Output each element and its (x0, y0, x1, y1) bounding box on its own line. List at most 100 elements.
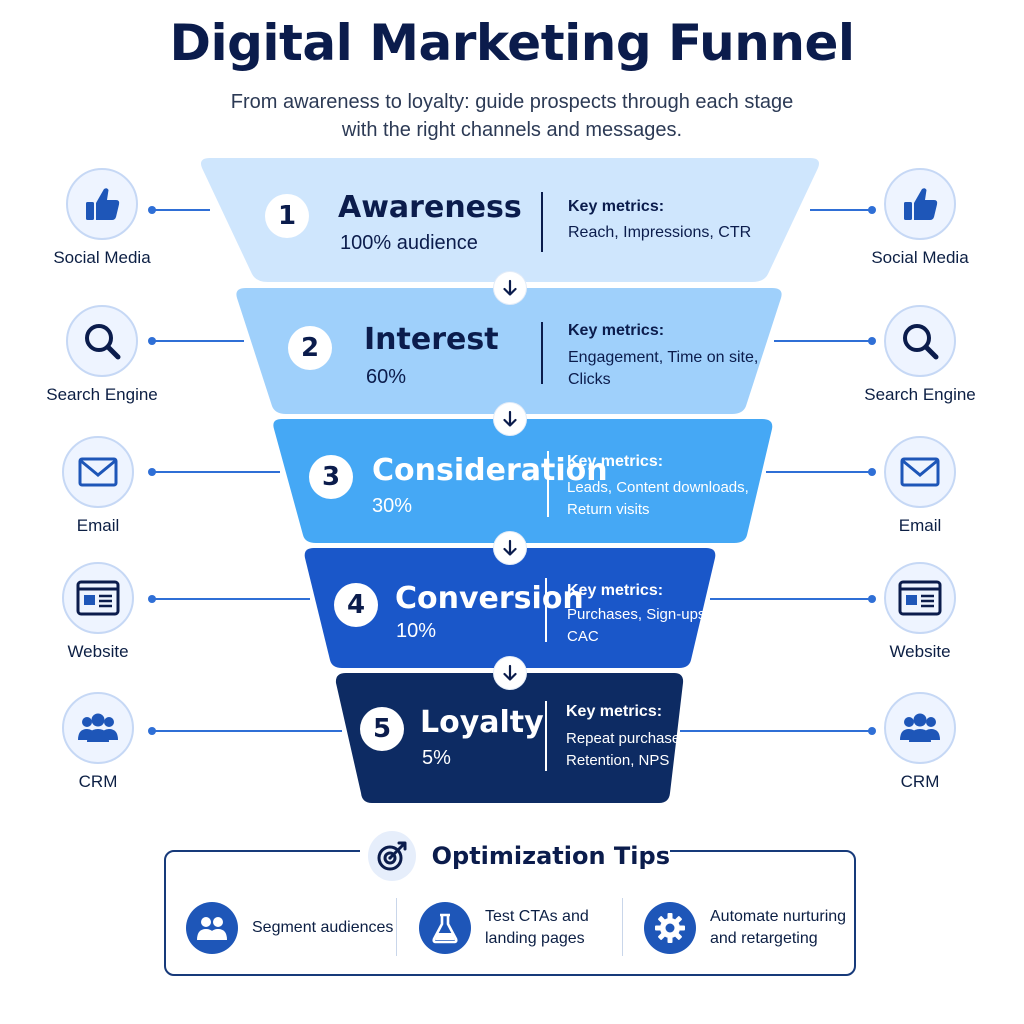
metrics-line-2: Retention, NPS (566, 752, 670, 769)
stage-number: 5 (360, 707, 404, 751)
stage-divider (541, 322, 543, 384)
stage-name: Awareness (338, 190, 522, 225)
connector-line (766, 471, 872, 473)
tip-text: Automate nurturing and retargeting (710, 906, 846, 950)
connector-dot (868, 727, 876, 735)
page-title: Digital Marketing Funnel (169, 14, 855, 72)
funnel-stage-awareness: 1 Awareness 100% audience Key metrics: R… (0, 158, 1024, 282)
connector-line (152, 598, 310, 600)
metrics-line-2: Clicks (568, 371, 611, 388)
channel-label: Email (76, 516, 120, 535)
connector-line (710, 598, 872, 600)
connector-line (680, 730, 872, 732)
tip-line-1: Test CTAs and (485, 908, 589, 925)
stage-shape (335, 673, 684, 803)
stage-percent: 100% audience (340, 232, 478, 254)
tip-divider (622, 898, 623, 956)
tips-header: Optimization Tips (360, 826, 670, 886)
metrics-values: Reach, Impressions, CTR (568, 222, 751, 244)
metrics-values: Leads, Content downloads, Return visits (567, 477, 749, 521)
metrics-values: Purchases, Sign-ups, CAC (567, 604, 710, 648)
stage-shape (273, 419, 773, 543)
metrics-label: Key metrics: (567, 582, 664, 599)
stage-percent: 30% (372, 495, 413, 517)
stage-name: Conversion (395, 581, 584, 616)
stage-shape (236, 288, 782, 414)
envelope-icon (884, 436, 956, 508)
metrics-line-2: Return visits (567, 501, 650, 518)
stage-number: 1 (265, 194, 309, 238)
channel-label: CRM (78, 772, 118, 791)
tip-text: Test CTAs and landing pages (485, 906, 589, 950)
tip-line-1: Automate nurturing (710, 908, 847, 925)
flask-icon (419, 902, 471, 954)
stage-percent: 10% (396, 620, 437, 642)
stage-name: Loyalty (420, 705, 544, 740)
browser-window-icon (884, 562, 956, 634)
metrics-line-1: Repeat purchases, (566, 730, 692, 747)
thumbs-up-icon (884, 168, 956, 240)
people-group-icon (884, 692, 956, 764)
metrics-label: Key metrics: (568, 198, 665, 215)
people-group-icon (62, 692, 134, 764)
page-subtitle: From awareness to loyalty: guide prospec… (0, 88, 1024, 144)
channel-label: Email (898, 516, 942, 535)
down-arrow-icon (494, 403, 526, 435)
subtitle-line-2: with the right channels and messages. (341, 119, 683, 141)
metrics-line-1: Purchases, Sign-ups, (567, 606, 710, 623)
funnel-stage-loyalty: 5 Loyalty 5% Key metrics: Repeat purchas… (0, 673, 1024, 803)
down-arrow-icon (494, 532, 526, 564)
funnel-stage-interest: 2 Interest 60% Key metrics: Engagement, … (0, 288, 1024, 414)
tip-line-2: and retargeting (710, 930, 818, 947)
connector-line (152, 730, 342, 732)
connector-dot (868, 468, 876, 476)
gear-icon (644, 902, 696, 954)
funnel-stage-conversion: 4 Conversion 10% Key metrics: Purchases,… (0, 548, 1024, 668)
channel-label: Website (67, 642, 129, 661)
stage-divider (541, 192, 543, 252)
stage-divider (545, 578, 547, 642)
tip-text: Segment audiences (252, 917, 393, 939)
tips-title: Optimization Tips (431, 842, 670, 870)
stage-shape (304, 548, 716, 668)
channel-label: Social Media (53, 248, 151, 267)
metrics-line-1: Engagement, Time on site, (568, 349, 759, 366)
stage-percent: 60% (366, 366, 407, 388)
stage-shape (201, 158, 819, 282)
tip-line-2: landing pages (485, 930, 585, 947)
metrics-line-1: Leads, Content downloads, (567, 479, 749, 496)
channel-label: Social Media (871, 248, 969, 267)
browser-window-icon (62, 562, 134, 634)
connector-line (810, 209, 872, 211)
connector-dot (868, 206, 876, 214)
magnifier-icon (66, 305, 138, 377)
metrics-line-1: Reach, Impressions, CTR (568, 224, 752, 241)
metrics-values: Engagement, Time on site, Clicks (568, 347, 758, 391)
tip-line-1: Segment audiences (252, 919, 394, 936)
stage-divider (547, 451, 549, 517)
stage-number: 2 (288, 326, 332, 370)
channel-label: Website (889, 642, 951, 661)
channel-label: Search Engine (46, 385, 158, 404)
stage-percent: 5% (422, 747, 451, 769)
channel-label: Search Engine (864, 385, 976, 404)
connector-line (152, 340, 244, 342)
people-icon (186, 902, 238, 954)
thumbs-up-icon (66, 168, 138, 240)
metrics-line-2: CAC (567, 628, 599, 645)
tip-segment-audiences: Segment audiences (186, 896, 393, 960)
subtitle-line-1: From awareness to loyalty: guide prospec… (230, 91, 794, 113)
envelope-icon (62, 436, 134, 508)
connector-line (774, 340, 872, 342)
connector-dot (868, 337, 876, 345)
metrics-values: Repeat purchases, Retention, NPS (566, 728, 692, 772)
connector-line (152, 209, 210, 211)
target-icon (368, 831, 416, 881)
down-arrow-icon (494, 657, 526, 689)
stage-name: Consideration (372, 453, 608, 488)
metrics-label: Key metrics: (568, 322, 665, 339)
stage-name: Interest (364, 322, 499, 357)
tip-automate-nurturing: Automate nurturing and retargeting (644, 896, 846, 960)
metrics-label: Key metrics: (567, 453, 664, 470)
connector-line (152, 471, 280, 473)
